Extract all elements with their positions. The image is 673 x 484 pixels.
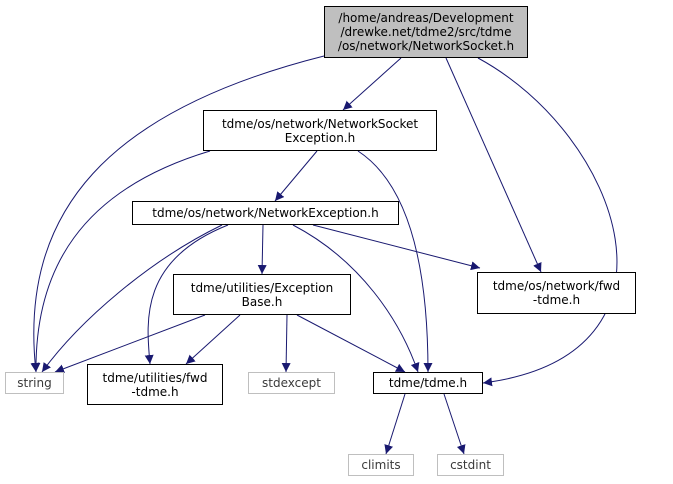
node-line: -tdme.h xyxy=(532,293,581,307)
node-tdme-h[interactable]: tdme/tdme.h xyxy=(373,372,483,394)
node-cstdint: cstdint xyxy=(437,454,504,476)
node-line: string xyxy=(17,376,52,390)
edge-network-exception-to-exception-base xyxy=(257,224,267,275)
node-line: tdme/os/network/NetworkSocket xyxy=(221,116,419,131)
node-line: /drewke.net/tdme2/src/tdme xyxy=(340,25,512,39)
edge-network-exception-to-network-fwd xyxy=(312,224,481,271)
node-exception-base-h[interactable]: tdme/utilities/Exception Base.h xyxy=(173,274,351,315)
edge-network-exception-to-utilities-fwd xyxy=(144,224,229,365)
node-line: stdexcept xyxy=(262,376,321,390)
node-string: string xyxy=(5,372,64,394)
node-network-socket-exception-h[interactable]: tdme/os/network/NetworkSocket Exception.… xyxy=(203,110,437,151)
dependency-edges xyxy=(30,55,618,455)
edge-exception-base-to-string xyxy=(54,314,206,374)
edge-network-exception-to-tdme-h xyxy=(292,224,420,373)
edge-tdme-h-to-climits xyxy=(384,393,406,455)
node-line: tdme/utilities/fwd xyxy=(102,370,208,385)
edge-network-socket-to-string xyxy=(30,55,325,373)
edge-network-socket-to-tdme-h xyxy=(477,57,618,387)
node-network-exception-h[interactable]: tdme/os/network/NetworkException.h xyxy=(132,201,399,225)
node-line: tdme/os/network/fwd xyxy=(492,279,621,293)
node-utilities-fwd-tdme-h[interactable]: tdme/utilities/fwd -tdme.h xyxy=(87,364,223,405)
edge-exception-base-to-stdexcept xyxy=(281,314,291,373)
node-line: tdme/tdme.h xyxy=(388,376,468,390)
node-climits: climits xyxy=(348,454,414,476)
edge-network-exception-to-string xyxy=(41,224,223,373)
node-stdexcept: stdexcept xyxy=(248,372,335,394)
node-line: Base.h xyxy=(241,294,283,309)
node-line: Exception.h xyxy=(284,130,356,145)
node-line: climits xyxy=(361,458,401,472)
edge-network-socket-to-network-fwd xyxy=(445,57,542,273)
node-line: /home/andreas/Development xyxy=(338,11,514,25)
node-network-socket-h[interactable]: /home/andreas/Development /drewke.net/td… xyxy=(324,6,528,58)
edge-network-socket-exception-to-string xyxy=(31,150,211,373)
edge-network-socket-to-network-socket-exception xyxy=(342,57,402,111)
node-line: tdme/utilities/Exception xyxy=(190,280,334,295)
edge-exception-base-to-utilities-fwd xyxy=(185,314,241,365)
edge-network-socket-exception-to-tdme-h xyxy=(357,150,433,373)
node-line: /os/network/NetworkSocket.h xyxy=(337,39,515,53)
node-line: -tdme.h xyxy=(131,384,179,399)
node-line: cstdint xyxy=(450,458,491,472)
edge-network-socket-exception-to-network-exception xyxy=(274,150,318,202)
edge-tdme-h-to-cstdint xyxy=(443,393,466,455)
edge-exception-base-to-tdme-h xyxy=(296,314,406,373)
node-network-fwd-tdme-h[interactable]: tdme/os/network/fwd -tdme.h xyxy=(477,272,636,314)
node-line: tdme/os/network/NetworkException.h xyxy=(152,206,379,220)
